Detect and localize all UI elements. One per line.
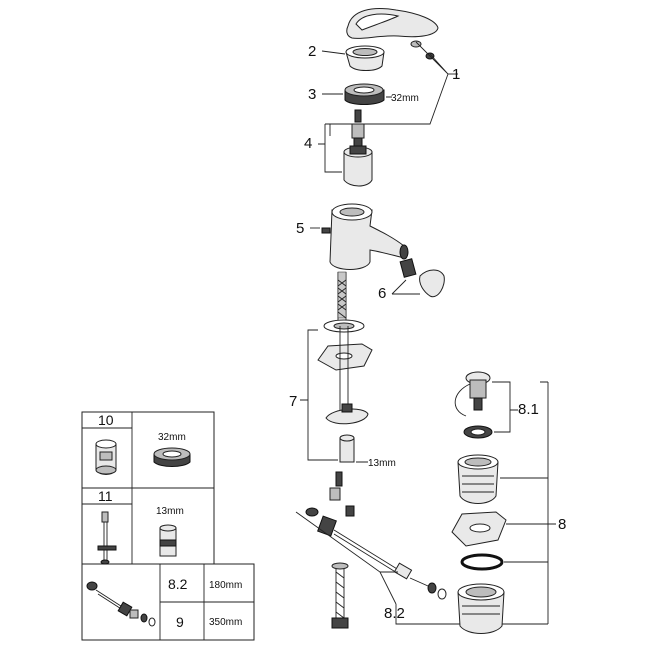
callout-2: 2	[308, 43, 316, 60]
cartridge	[343, 109, 373, 187]
hose-9-label: 9	[176, 614, 184, 630]
mixer-body	[321, 203, 409, 320]
callout-1: 1	[452, 66, 460, 83]
tool-10-size: 32mm	[158, 432, 186, 443]
hose-8-2-label: 8.2	[168, 576, 188, 592]
callout-8-2: 8.2	[384, 605, 405, 622]
lever-handle	[346, 8, 439, 60]
aerator-set	[399, 258, 445, 298]
fixing-set	[317, 319, 373, 463]
callout-8-1: 8.1	[518, 401, 539, 418]
callout-6: 6	[378, 285, 386, 302]
socket-wrench-tool-icon	[95, 439, 117, 475]
locknut-32mm	[344, 83, 385, 105]
cover-cap	[345, 45, 385, 71]
dimension-32mm: 32mm	[391, 93, 419, 104]
hose-8-2-length: 180mm	[209, 580, 242, 591]
tool-11-size: 13mm	[156, 506, 184, 517]
callout-5: 5	[296, 220, 304, 237]
dimension-13mm: 13mm	[368, 458, 396, 469]
pop-up-rod-assembly	[305, 471, 447, 629]
hose-set-icon	[86, 581, 156, 627]
pop-up-waste	[451, 371, 507, 634]
hose-9-length: 350mm	[209, 617, 242, 628]
callout-7: 7	[289, 393, 297, 410]
callout-8: 8	[558, 516, 566, 533]
tool-11-label: 11	[98, 488, 113, 504]
box-spanner-tool-icon	[97, 511, 117, 565]
locknut-32mm-icon	[153, 447, 191, 467]
callout-4: 4	[304, 135, 312, 152]
tool-10-label: 10	[98, 412, 114, 428]
nut-13mm-icon	[159, 524, 177, 557]
callout-3: 3	[308, 86, 316, 103]
